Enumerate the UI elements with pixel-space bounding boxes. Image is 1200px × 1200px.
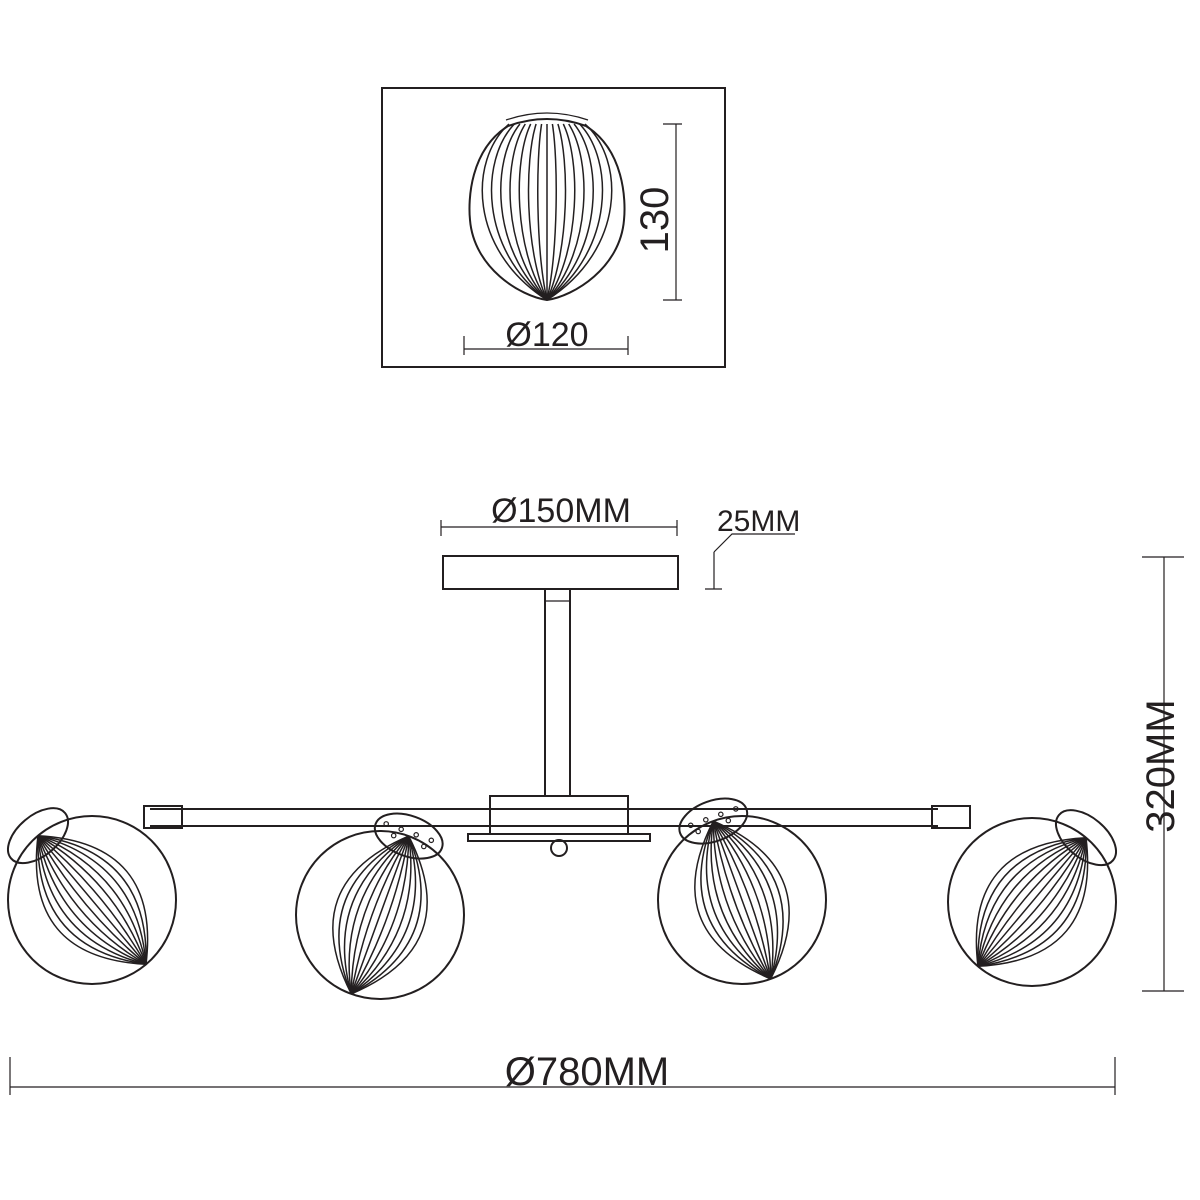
- detail-shade-drawing: [468, 112, 626, 302]
- shade-diameter-label: Ø120: [505, 316, 588, 354]
- left-arm-end: [143, 805, 183, 829]
- globe-shade: [947, 809, 1117, 987]
- socket-cap: [1055, 809, 1117, 867]
- shade-height-label: 130: [633, 187, 677, 254]
- globe-shade: [7, 807, 177, 985]
- socket-cap: [678, 797, 749, 845]
- right-arm-end: [931, 805, 971, 829]
- shade-diameter-dimension: [463, 336, 629, 355]
- horizontal-arm: [143, 805, 971, 829]
- globe-outline: [295, 830, 465, 1000]
- globe-outline: [947, 817, 1117, 987]
- detail-shade-neck: [507, 118, 587, 127]
- ceiling-canopy: [442, 555, 679, 590]
- canopy-diameter-label: Ø150MM: [491, 492, 631, 530]
- shade-detail-inset: 130 Ø120: [381, 87, 726, 368]
- overall-diameter-label: Ø780MM: [505, 1050, 670, 1094]
- globe-shade: [657, 797, 827, 985]
- socket-cap: [7, 807, 69, 865]
- globe-shades: [7, 797, 1117, 1000]
- overall-height-dimension: [1142, 556, 1184, 992]
- fixture-drawing: Ø150MM 25MM: [7, 492, 1184, 1095]
- canopy-diameter-dimension: [440, 520, 678, 536]
- socket-cap: [373, 812, 444, 860]
- hub-finial: [550, 839, 568, 857]
- detail-shade-rim: [505, 112, 589, 121]
- stem: [544, 588, 571, 797]
- shade-height-dimension: [663, 123, 682, 301]
- inset-frame: [381, 87, 726, 368]
- globe-outline: [657, 815, 827, 985]
- globe-shade: [295, 812, 465, 1000]
- overall-diameter-dimension: [9, 1057, 1116, 1095]
- canopy-thickness-dimension: [705, 533, 795, 590]
- overall-height-label: 320MM: [1139, 699, 1183, 832]
- globe-outline: [7, 815, 177, 985]
- central-hub: [467, 795, 651, 857]
- canopy-thickness-label: 25MM: [717, 505, 800, 538]
